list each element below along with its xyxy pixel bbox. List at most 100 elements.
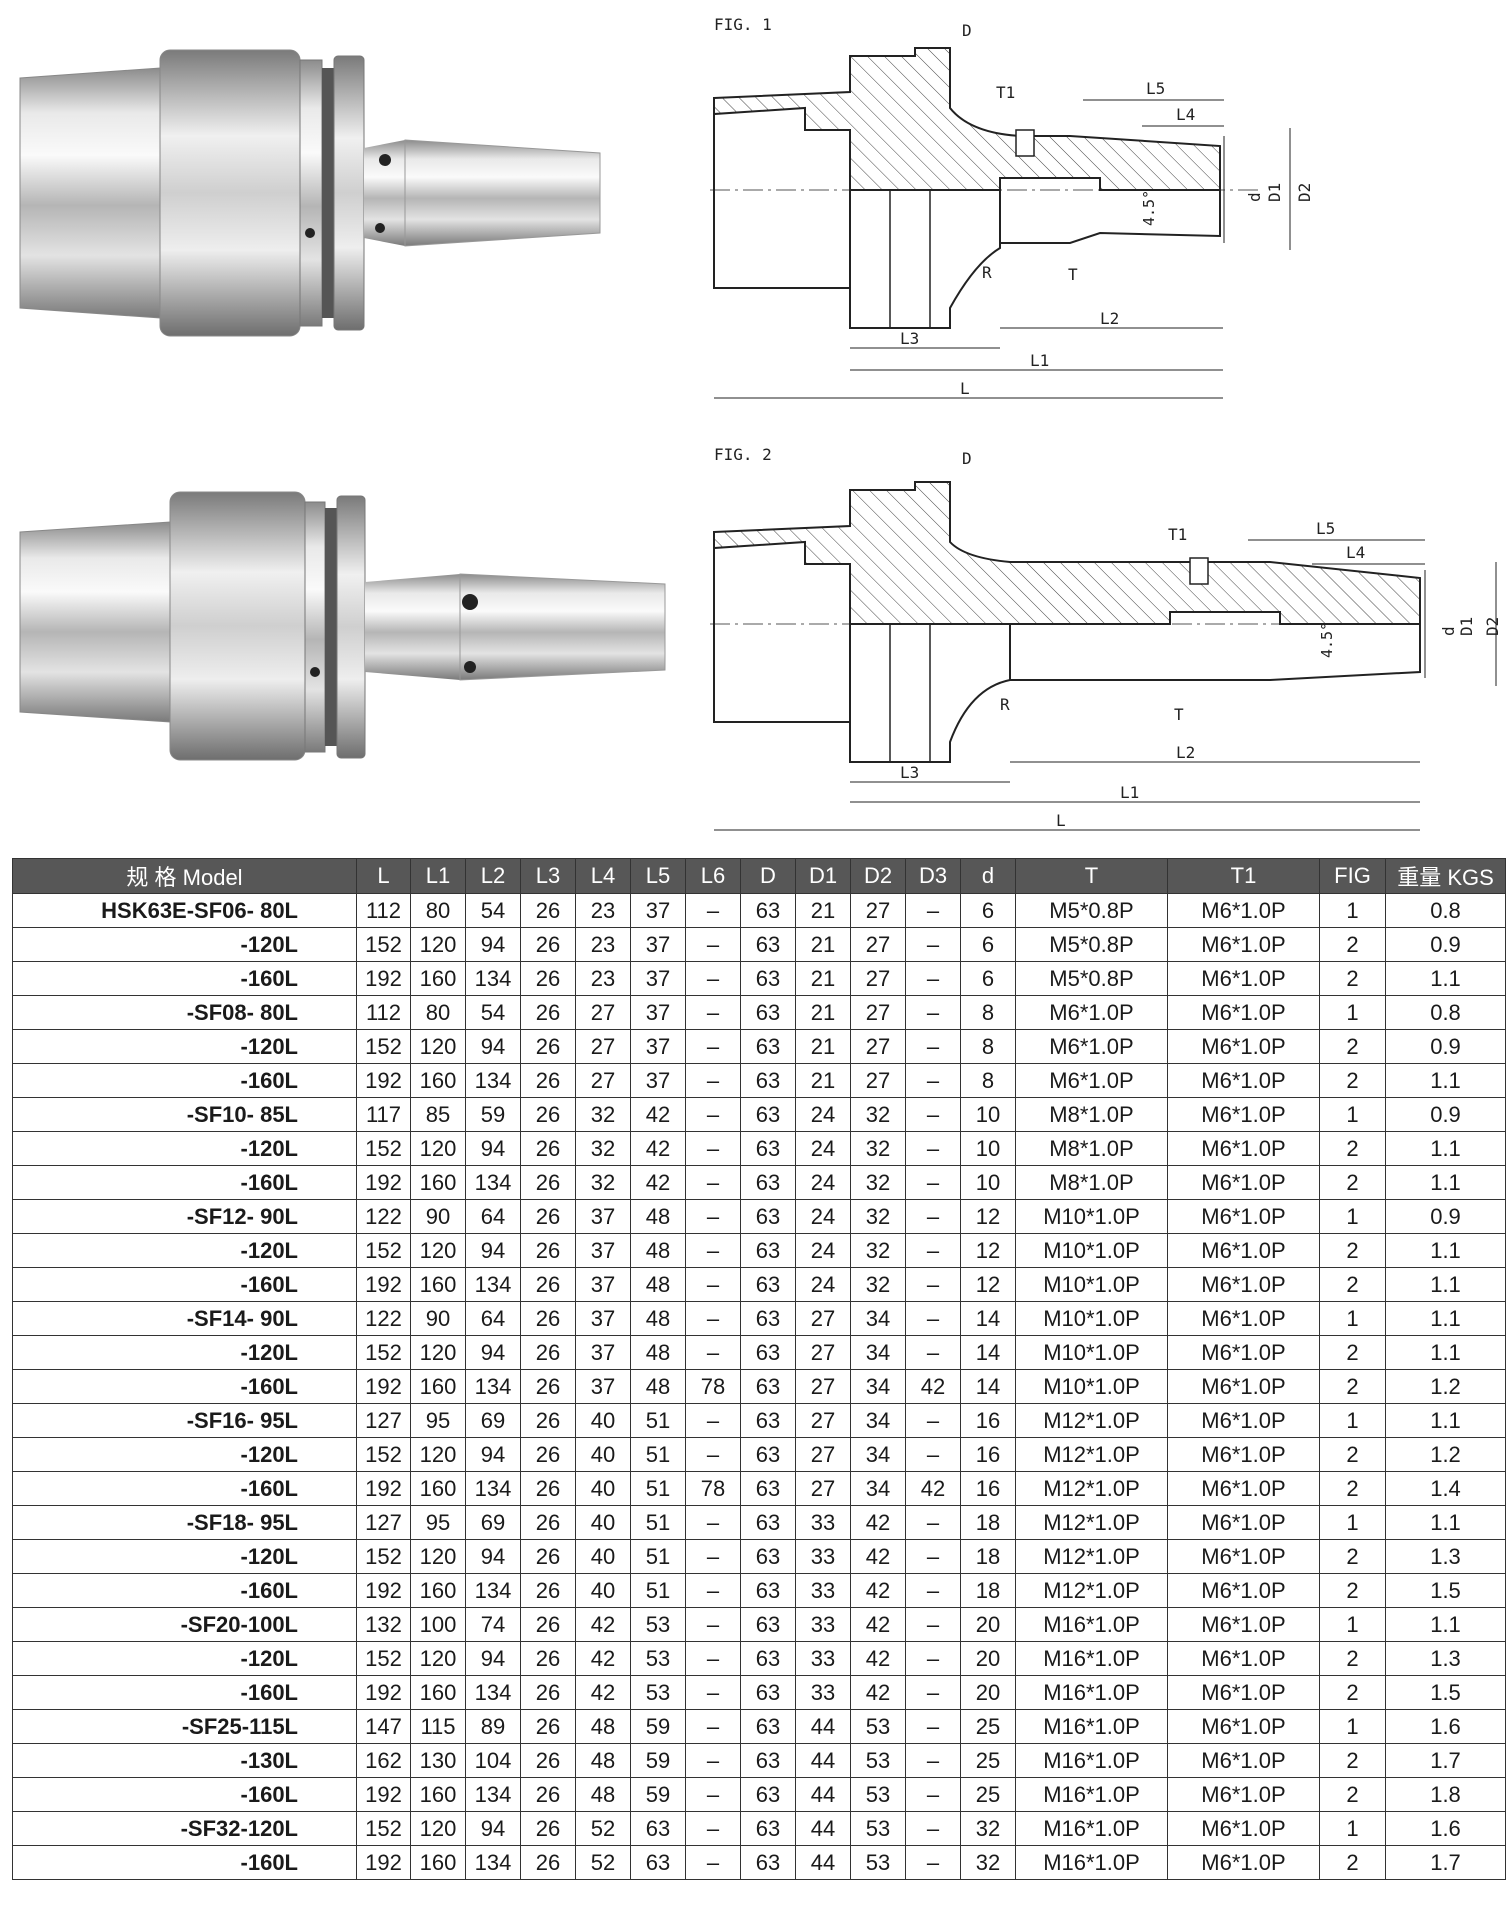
table-cell: 26 — [520, 961, 576, 996]
table-cell: 32 — [575, 1165, 631, 1200]
table-cell: 117 — [356, 1097, 411, 1132]
table-cell: – — [685, 1063, 741, 1098]
table-cell: 27 — [850, 927, 906, 962]
table-cell: 1.1 — [1385, 1267, 1506, 1302]
table-cell: M6*1.0P — [1167, 1539, 1320, 1574]
table-cell: M5*0.8P — [1015, 961, 1168, 996]
fig2-dim-T1: T1 — [1168, 525, 1187, 544]
table-cell: – — [685, 1607, 741, 1642]
table-cell: 25 — [960, 1777, 1016, 1812]
table-cell: 26 — [520, 893, 576, 928]
table-cell: – — [685, 1539, 741, 1574]
table-cell: M6*1.0P — [1167, 1777, 1320, 1812]
table-cell: 94 — [465, 1641, 521, 1676]
table-cell: 6 — [960, 961, 1016, 996]
table-cell: 63 — [740, 1131, 796, 1166]
table-cell: 26 — [520, 1709, 576, 1744]
table-cell: 63 — [740, 1573, 796, 1608]
table-cell: 1 — [1319, 1403, 1386, 1438]
table-cell: 16 — [960, 1403, 1016, 1438]
table-cell: 27 — [795, 1369, 851, 1404]
table-cell: M8*1.0P — [1015, 1131, 1168, 1166]
table-cell: – — [685, 1403, 741, 1438]
fig1-dim-D: D — [962, 21, 972, 40]
table-cell: 20 — [960, 1641, 1016, 1676]
table-cell: 26 — [520, 995, 576, 1030]
table-cell: M10*1.0P — [1015, 1301, 1168, 1336]
table-cell: 21 — [795, 1029, 851, 1064]
table-cell: 147 — [356, 1709, 411, 1744]
table-cell: 26 — [520, 1335, 576, 1370]
table-cell: 152 — [356, 1335, 411, 1370]
table-cell: 1.1 — [1385, 1505, 1506, 1540]
table-cell: – — [905, 1335, 961, 1370]
table-cell: 2 — [1319, 1369, 1386, 1404]
table-cell: 32 — [850, 1097, 906, 1132]
table-cell: 63 — [630, 1811, 686, 1846]
table-cell: 42 — [850, 1539, 906, 1574]
table-cell: M6*1.0P — [1167, 1675, 1320, 1710]
table-cell: 63 — [740, 1675, 796, 1710]
table-cell: 44 — [795, 1845, 851, 1880]
table-cell: 34 — [850, 1437, 906, 1472]
table-cell: 44 — [795, 1743, 851, 1778]
table-cell: 8 — [960, 1029, 1016, 1064]
table-cell: 16 — [960, 1437, 1016, 1472]
table-cell: 42 — [905, 1471, 961, 1506]
table-cell: 26 — [520, 927, 576, 962]
table-cell: 53 — [850, 1845, 906, 1880]
table-cell: 63 — [740, 1437, 796, 1472]
table-cell: – — [905, 1029, 961, 1064]
fig2-label: FIG. 2 — [714, 445, 772, 464]
table-cell: 63 — [740, 1845, 796, 1880]
model-cell: -160L — [12, 1165, 357, 1200]
table-cell: 18 — [960, 1573, 1016, 1608]
fig2-dim-D2: D2 — [1483, 617, 1502, 636]
table-cell: 27 — [850, 1029, 906, 1064]
table-cell: 127 — [356, 1403, 411, 1438]
table-cell: 112 — [356, 995, 411, 1030]
model-cell: -120L — [12, 1437, 357, 1472]
table-cell: 94 — [465, 1437, 521, 1472]
model-cell: -120L — [12, 1029, 357, 1064]
column-header: L4 — [575, 858, 631, 894]
table-cell: 2 — [1319, 1267, 1386, 1302]
table-cell: M8*1.0P — [1015, 1165, 1168, 1200]
table-cell: – — [685, 1777, 741, 1812]
table-cell: 1.1 — [1385, 1335, 1506, 1370]
table-cell: 21 — [795, 1063, 851, 1098]
table-cell: 26 — [520, 1301, 576, 1336]
table-cell: – — [905, 1539, 961, 1574]
table-cell: – — [905, 1641, 961, 1676]
table-cell: 78 — [685, 1369, 741, 1404]
table-cell: 42 — [850, 1505, 906, 1540]
table-cell: 160 — [410, 1471, 466, 1506]
table-cell: 94 — [465, 927, 521, 962]
table-cell: M6*1.0P — [1167, 893, 1320, 928]
table-cell: 33 — [795, 1641, 851, 1676]
column-header: L5 — [630, 858, 686, 894]
table-cell: 134 — [465, 1845, 521, 1880]
table-cell: 120 — [410, 1335, 466, 1370]
table-cell: 26 — [520, 1471, 576, 1506]
table-cell: M6*1.0P — [1167, 1607, 1320, 1642]
fig1-dim-L3: L3 — [900, 329, 919, 348]
table-cell: 12 — [960, 1199, 1016, 1234]
column-header: D1 — [795, 858, 851, 894]
table-cell: 53 — [850, 1811, 906, 1846]
column-header: D3 — [905, 858, 961, 894]
table-cell: 1.1 — [1385, 1403, 1506, 1438]
table-cell: 112 — [356, 893, 411, 928]
table-cell: M6*1.0P — [1167, 1301, 1320, 1336]
table-cell: 32 — [850, 1233, 906, 1268]
table-cell: 32 — [575, 1097, 631, 1132]
model-cell: -SF10- 85L — [12, 1097, 357, 1132]
table-cell: 63 — [740, 1165, 796, 1200]
